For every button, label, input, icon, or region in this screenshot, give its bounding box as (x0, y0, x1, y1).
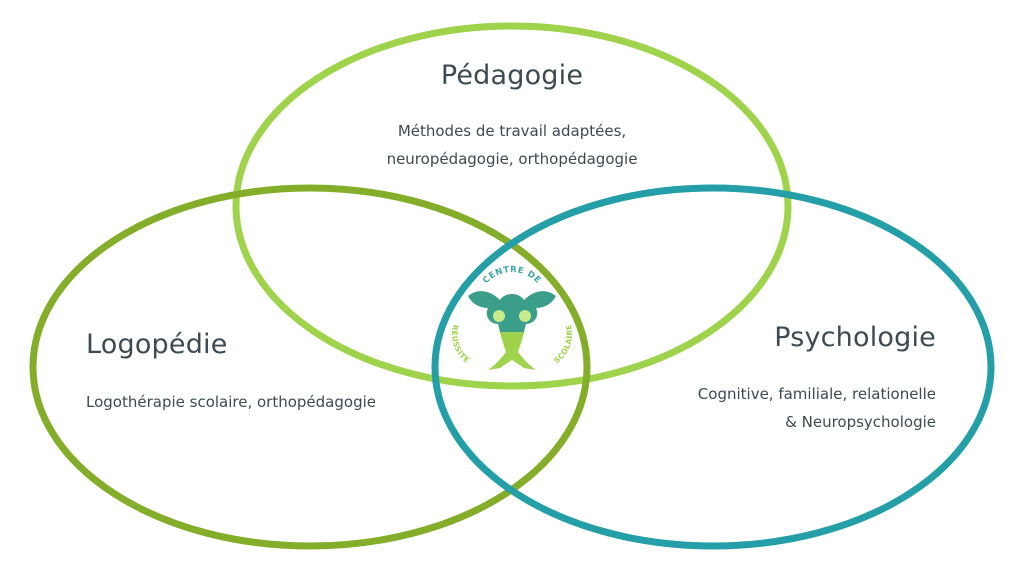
logo-trunk-icon (488, 332, 536, 370)
logo-left-text-span: RÉUSSITE (450, 324, 471, 365)
pedagogie-description-line: Méthodes de travail adaptées, (397, 122, 627, 140)
logo-face-icon (519, 310, 531, 322)
psychologie-description-line: Cognitive, familiale, relationelle (697, 385, 936, 403)
logopedie-circle (29, 184, 591, 550)
logo-top-text: CENTRE DE (481, 265, 543, 286)
logopedie-description-line: Logothérapie scolaire, orthopédagogie (86, 393, 376, 411)
pedagogie-title: Pédagogie (440, 60, 584, 91)
logo-top-text-span: CENTRE DE (481, 265, 543, 286)
pedagogie-description-line: neuropédagogie, orthopédagogie (386, 150, 638, 168)
logo-person-head-icon (505, 333, 519, 347)
psychologie-title: Psychologie (774, 322, 936, 353)
pedagogie-description: Méthodes de travail adaptées, neuropédag… (0, 117, 1024, 173)
logo-tree-icon (468, 291, 556, 332)
logopedie-title: Logopédie (86, 329, 228, 360)
logo-right-text-span: SCOLAIRE (552, 323, 574, 365)
psychologie-description: Cognitive, familiale, relationelle & Neu… (698, 380, 936, 436)
logopedie-description: Logothérapie scolaire, orthopédagogie (86, 388, 376, 416)
pedagogie-circle (232, 22, 792, 390)
logo-face-icon (493, 310, 505, 322)
psychologie-description-line: & Neuropsychologie (785, 413, 936, 431)
logo-left-text: RÉUSSITE (450, 324, 471, 365)
logo-right-text: SCOLAIRE (552, 323, 574, 365)
psychologie-circle (431, 184, 995, 550)
